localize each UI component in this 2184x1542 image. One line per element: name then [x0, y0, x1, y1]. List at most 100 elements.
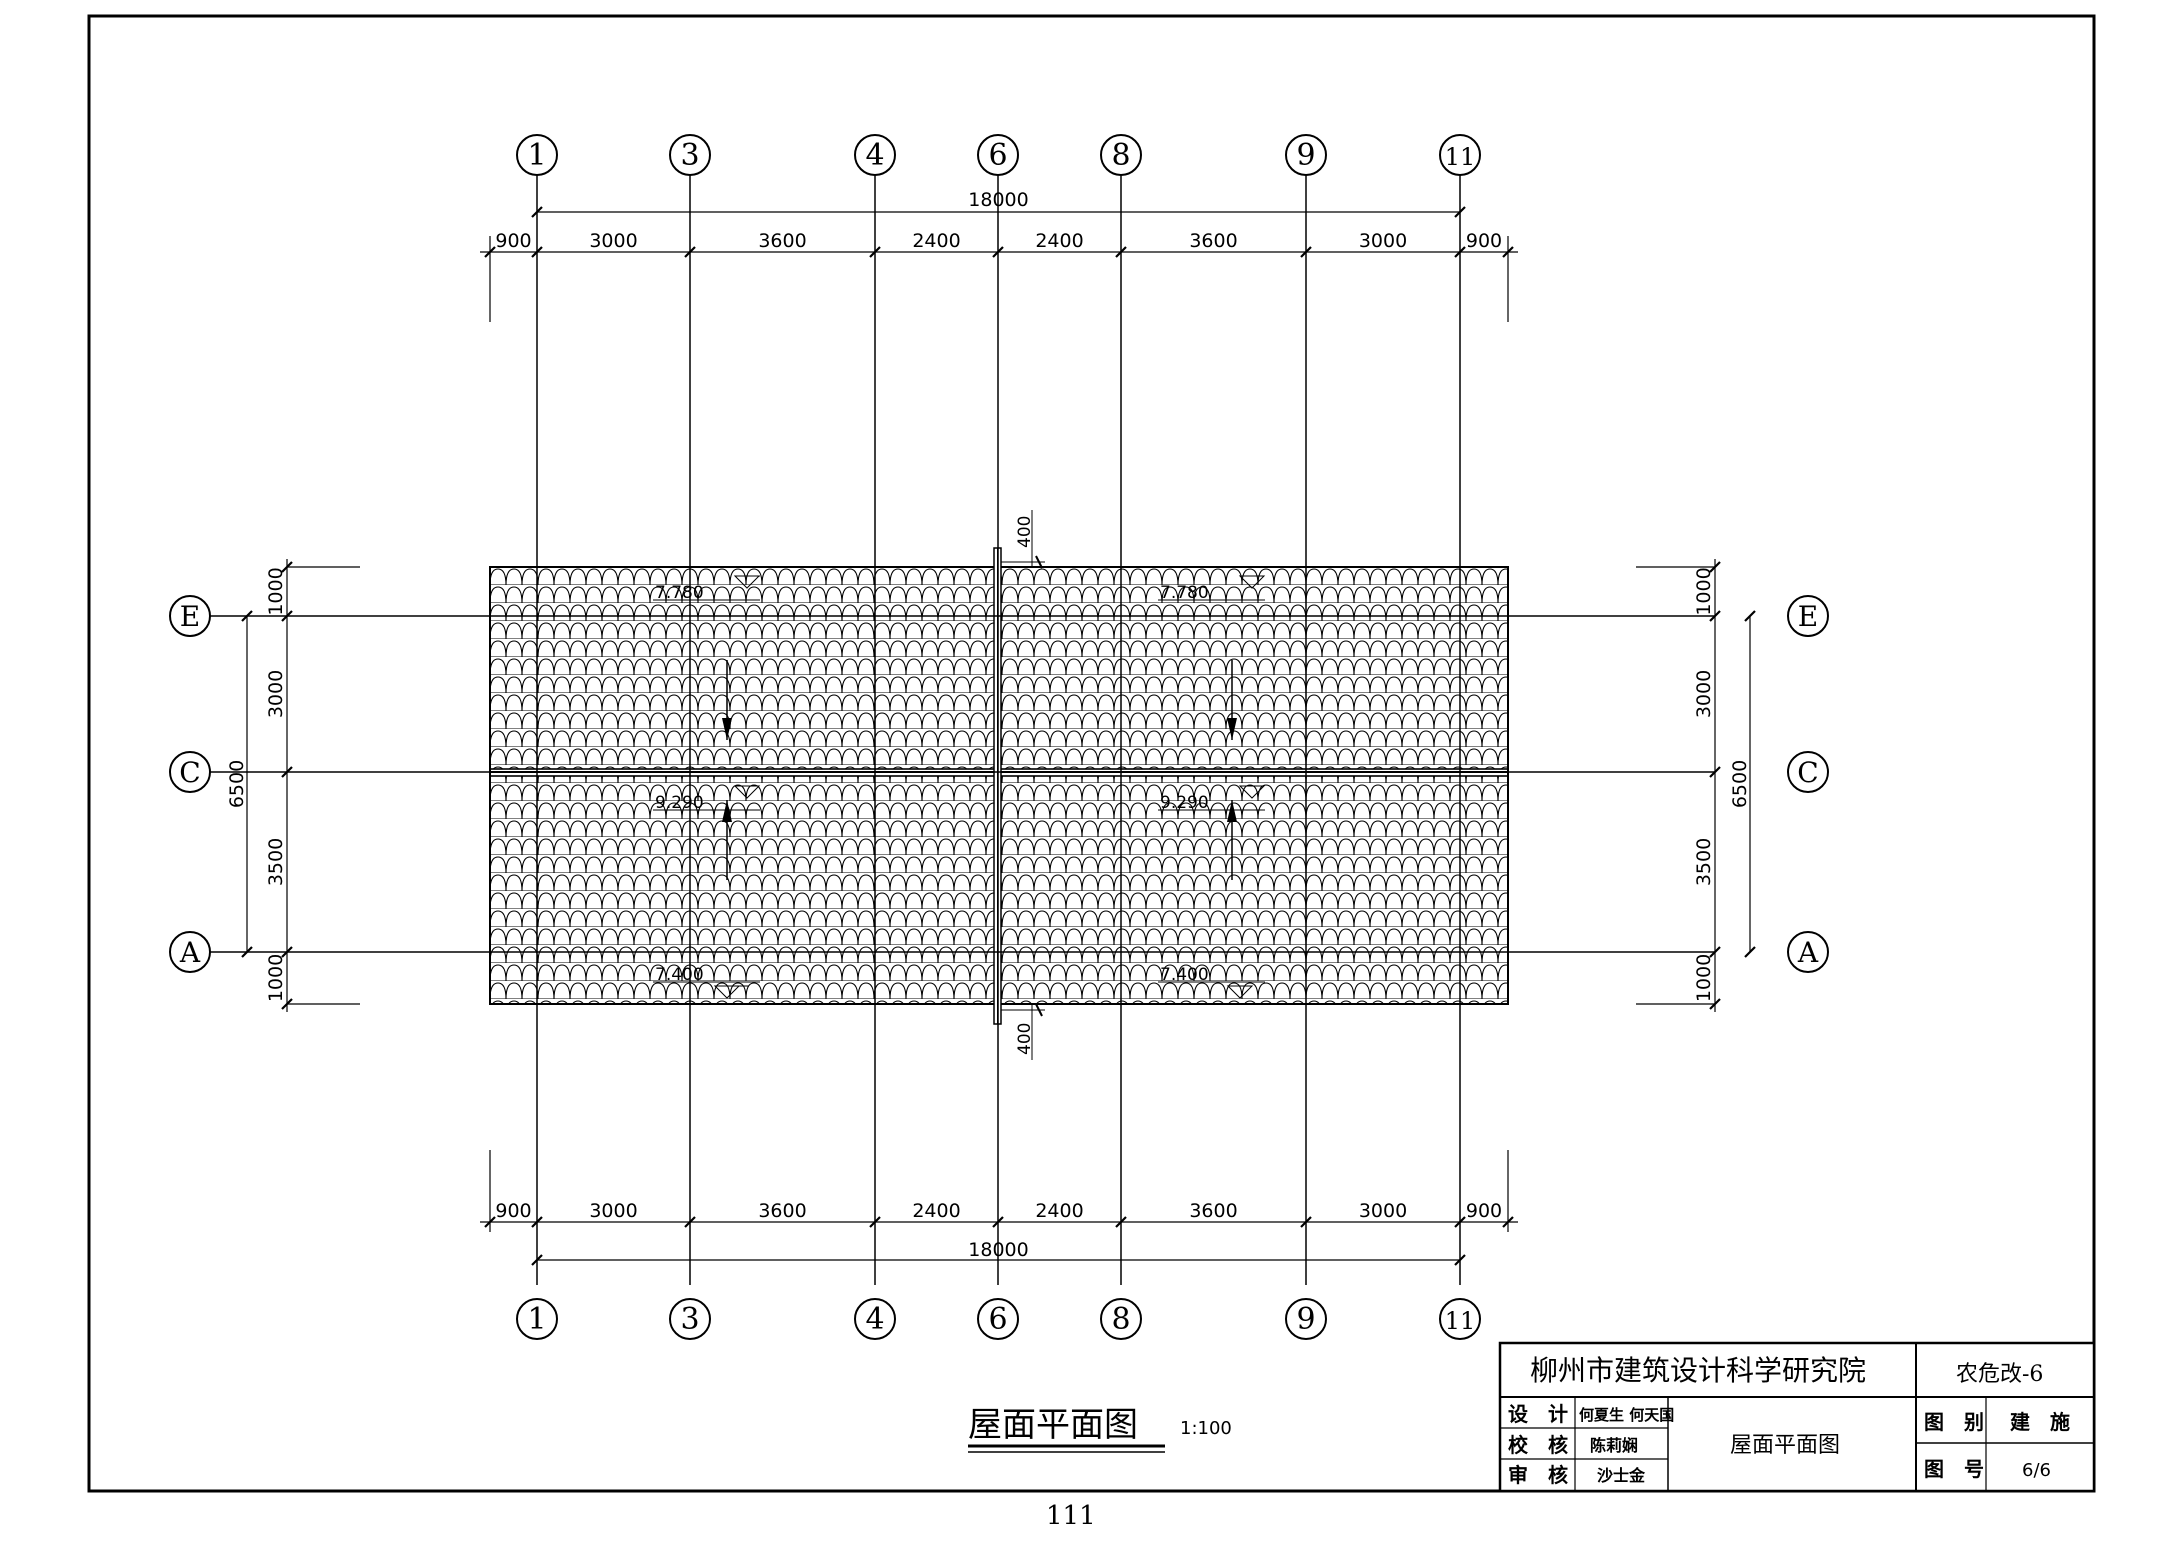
names-design: 何夏生 何天国 — [1579, 1406, 1674, 1424]
dimension-value: 1000 — [1693, 954, 1715, 1002]
dimension-value: 3000 — [589, 230, 637, 252]
axis-bubble-label: C — [179, 756, 200, 789]
category-label: 图 别 — [1924, 1410, 1984, 1434]
axis-bubble-circle — [1100, 134, 1142, 176]
dimension-tick — [992, 1216, 1004, 1228]
dimension-value: 2400 — [1035, 230, 1083, 252]
axis-bubble-label: A — [1797, 936, 1819, 969]
axis-bubble-circle — [854, 134, 896, 176]
number-value: 6/6 — [2022, 1460, 2051, 1481]
project-code: 农危改-6 — [1956, 1362, 2043, 1387]
elevation-mark-bottom-right: 7.400 — [1158, 965, 1265, 999]
dimension-value: 3000 — [589, 1200, 637, 1222]
dimension-value: 3000 — [265, 670, 287, 718]
axis-bubble-1-top: 1 — [516, 134, 558, 176]
dimension-tick — [869, 1216, 881, 1228]
dimension-tick — [531, 1254, 543, 1266]
axis-bubble-circle — [1100, 1298, 1142, 1340]
dimension-tick — [1454, 206, 1466, 218]
ridge-offset-top-label: 400 — [1015, 516, 1035, 548]
axis-bubble-circle — [977, 1298, 1019, 1340]
dimension-tick — [992, 246, 1004, 258]
dimension-value: 1000 — [265, 954, 287, 1002]
dimension-value: 3500 — [1693, 838, 1715, 886]
axis-bubble-11-top: 11 — [1439, 134, 1481, 176]
axis-bubble-circle — [169, 931, 211, 973]
axis-bubble-9-bottom: 9 — [1285, 1298, 1327, 1340]
dimension-total-value: 6500 — [226, 760, 248, 808]
dimension-value: 900 — [1466, 230, 1502, 252]
dimension-tick — [1454, 1216, 1466, 1228]
dimension-value: 3500 — [265, 838, 287, 886]
grid-lines — [210, 175, 1715, 1285]
axis-bubble-label: 8 — [1111, 1302, 1130, 1337]
axis-bubble-E-right: E — [1787, 595, 1829, 637]
axis-bubble-C-right: C — [1787, 751, 1829, 793]
axis-bubble-A-right: A — [1787, 931, 1829, 973]
dimension-value: 2400 — [1035, 1200, 1083, 1222]
axis-bubble-8-top: 8 — [1100, 134, 1142, 176]
sheet-name: 屋面平面图 — [1730, 1433, 1840, 1458]
axis-bubble-9-top: 9 — [1285, 134, 1327, 176]
axis-bubble-circle — [1439, 1298, 1481, 1340]
axis-bubble-label: 6 — [988, 1302, 1007, 1337]
dimension-tick — [1115, 246, 1127, 258]
axis-bubble-3-bottom: 3 — [669, 1298, 711, 1340]
axis-bubble-circle — [1787, 931, 1829, 973]
slope-arrows — [722, 660, 1237, 880]
axis-bubble-label: 8 — [1111, 138, 1130, 173]
dimension-value: 1000 — [265, 567, 287, 615]
dimension-tick — [1744, 946, 1756, 958]
axis-bubble-circle — [1439, 134, 1481, 176]
axis-bubble-label: 11 — [1445, 1307, 1476, 1335]
dimension-tick — [531, 1216, 543, 1228]
elevation-mark-mid-right: 9.290 — [1158, 785, 1266, 813]
axis-bubble-label: 4 — [865, 1302, 884, 1337]
elevation-mark-mid-left: 9.290 — [653, 785, 761, 813]
axis-bubble-C-left: C — [169, 751, 211, 793]
dimension-tick — [869, 246, 881, 258]
dimension-tick — [241, 946, 253, 958]
axis-bubble-circle — [977, 134, 1019, 176]
axis-bubble-label: 1 — [527, 138, 546, 173]
dimension-value: 1000 — [1693, 567, 1715, 615]
axis-bubble-label: 9 — [1296, 138, 1315, 173]
dimension-value: 3000 — [1359, 1200, 1407, 1222]
dimension-total-value: 18000 — [968, 189, 1028, 211]
slope-arrow-lower-left — [722, 800, 732, 880]
axis-bubble-circle — [169, 595, 211, 637]
number-label: 图 号 — [1924, 1457, 1984, 1481]
dimension-value: 900 — [495, 230, 531, 252]
dimension-tick — [1709, 610, 1721, 622]
axis-bubble-circle — [669, 1298, 711, 1340]
category-value: 建 施 — [2010, 1410, 2070, 1434]
dimension-tick — [1300, 246, 1312, 258]
dimension-value: 900 — [1466, 1200, 1502, 1222]
dimension-value: 3600 — [1189, 1200, 1237, 1222]
elevation-label: 7.400 — [1160, 965, 1209, 985]
axis-bubble-circle — [169, 751, 211, 793]
axis-bubble-3-top: 3 — [669, 134, 711, 176]
role-design: 设 计 — [1508, 1402, 1568, 1426]
axis-bubble-1-bottom: 1 — [516, 1298, 558, 1340]
axis-bubble-E-left: E — [169, 595, 211, 637]
vertical-dimension-chain-left: 1000 3000 3500 1000 6500 — [226, 559, 360, 1012]
axis-bubble-label: 11 — [1445, 143, 1476, 171]
dimension-value: 2400 — [912, 1200, 960, 1222]
axis-bubble-circle — [516, 1298, 558, 1340]
axis-bubble-label: 3 — [680, 138, 699, 173]
slope-arrow-upper-right — [1227, 660, 1237, 740]
drawing-title: 屋面平面图 — [968, 1405, 1138, 1445]
ridge-offset-bottom-label: 400 — [1015, 1023, 1035, 1055]
elevation-label: 9.290 — [1160, 793, 1209, 813]
elevation-label: 7.780 — [1160, 583, 1209, 603]
dimension-value: 3600 — [758, 230, 806, 252]
axis-bubble-6-top: 6 — [977, 134, 1019, 176]
axis-bubble-label: E — [180, 600, 200, 633]
names-approve: 沙士金 — [1597, 1466, 1646, 1485]
dimension-total-value: 18000 — [968, 1239, 1028, 1261]
